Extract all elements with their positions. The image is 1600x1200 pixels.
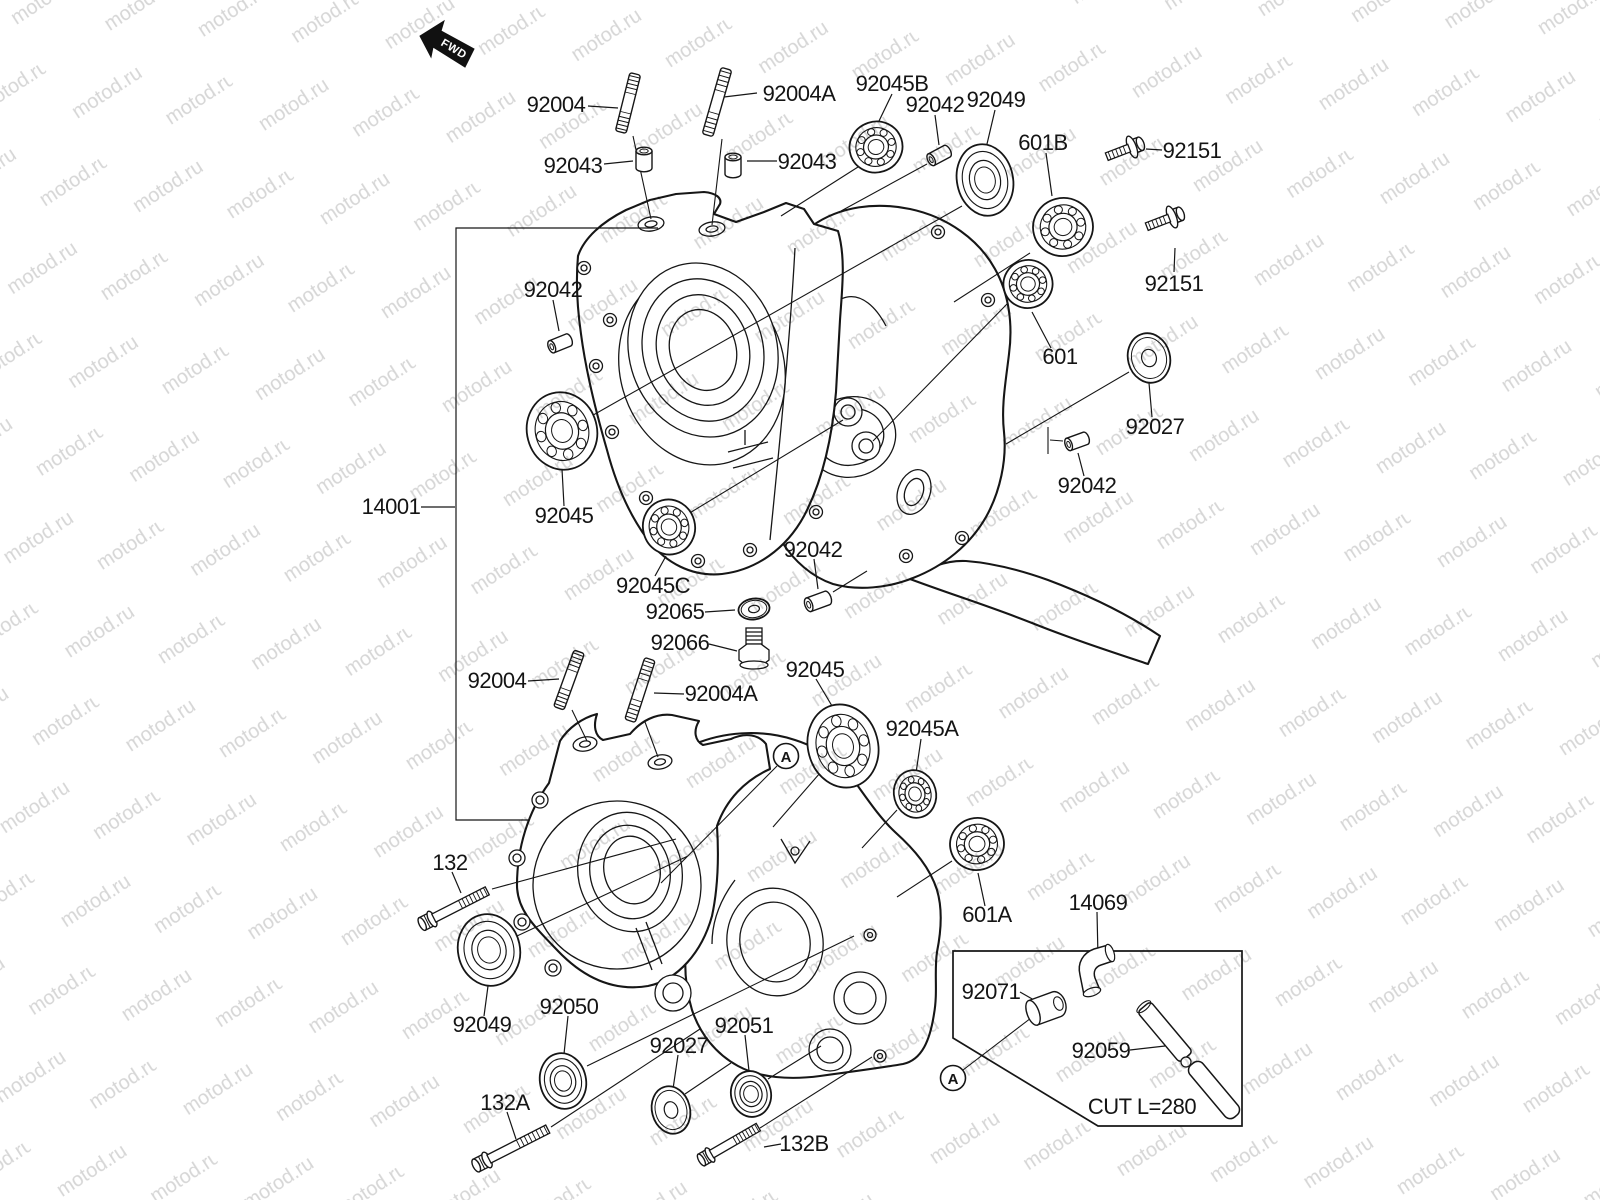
part-label-92050: 92050 xyxy=(539,994,599,1019)
part-label-92059: 92059 xyxy=(1071,1038,1131,1063)
part-label-92004a-upper: 92004A xyxy=(762,81,836,106)
part-label-92042-left: 92042 xyxy=(523,277,583,302)
part-label-92151-bottom: 92151 xyxy=(1144,271,1204,296)
part-label-92042-center: 92042 xyxy=(783,537,843,562)
part-label-601: 601 xyxy=(1042,344,1078,369)
part-label-14001: 14001 xyxy=(361,494,421,519)
part-label-92004-lower: 92004 xyxy=(467,668,527,693)
part-label-92045-lower: 92045 xyxy=(785,657,845,682)
inset-note-cut-length: CUT L=280 xyxy=(1087,1094,1197,1119)
part-label-92027-bottom: 92027 xyxy=(649,1033,709,1058)
part-label-601b: 601B xyxy=(1018,130,1068,155)
part-label-92066: 92066 xyxy=(650,630,710,655)
part-label-92051: 92051 xyxy=(714,1013,774,1038)
part-label-92043-right: 92043 xyxy=(777,149,837,174)
part-label-601a: 601A xyxy=(962,902,1012,927)
part-label-92045a: 92045A xyxy=(885,716,959,741)
part-label-92049-bottom: 92049 xyxy=(452,1012,512,1037)
part-label-92043-left: 92043 xyxy=(543,153,603,178)
part-label-92042-top: 92042 xyxy=(905,92,965,117)
part-label-132: 132 xyxy=(432,850,468,875)
part-label-92151-top: 92151 xyxy=(1162,138,1222,163)
part-label-92065: 92065 xyxy=(645,599,705,624)
part-label-132a: 132A xyxy=(480,1090,530,1115)
part-label-92045-upper: 92045 xyxy=(534,503,594,528)
part-label-92045b: 92045B xyxy=(855,71,929,96)
part-label-92027-top: 92027 xyxy=(1125,414,1185,439)
part-label-92049-top: 92049 xyxy=(966,87,1026,112)
part-label-92004a-lower: 92004A xyxy=(684,681,758,706)
part-label-92042-right: 92042 xyxy=(1057,473,1117,498)
part-label-92004-upper: 92004 xyxy=(526,92,586,117)
part-label-92045c: 92045C xyxy=(615,573,691,598)
part-label-14069: 14069 xyxy=(1068,890,1128,915)
part-label-92071: 92071 xyxy=(961,979,1021,1004)
part-label-132b: 132B xyxy=(779,1131,829,1156)
